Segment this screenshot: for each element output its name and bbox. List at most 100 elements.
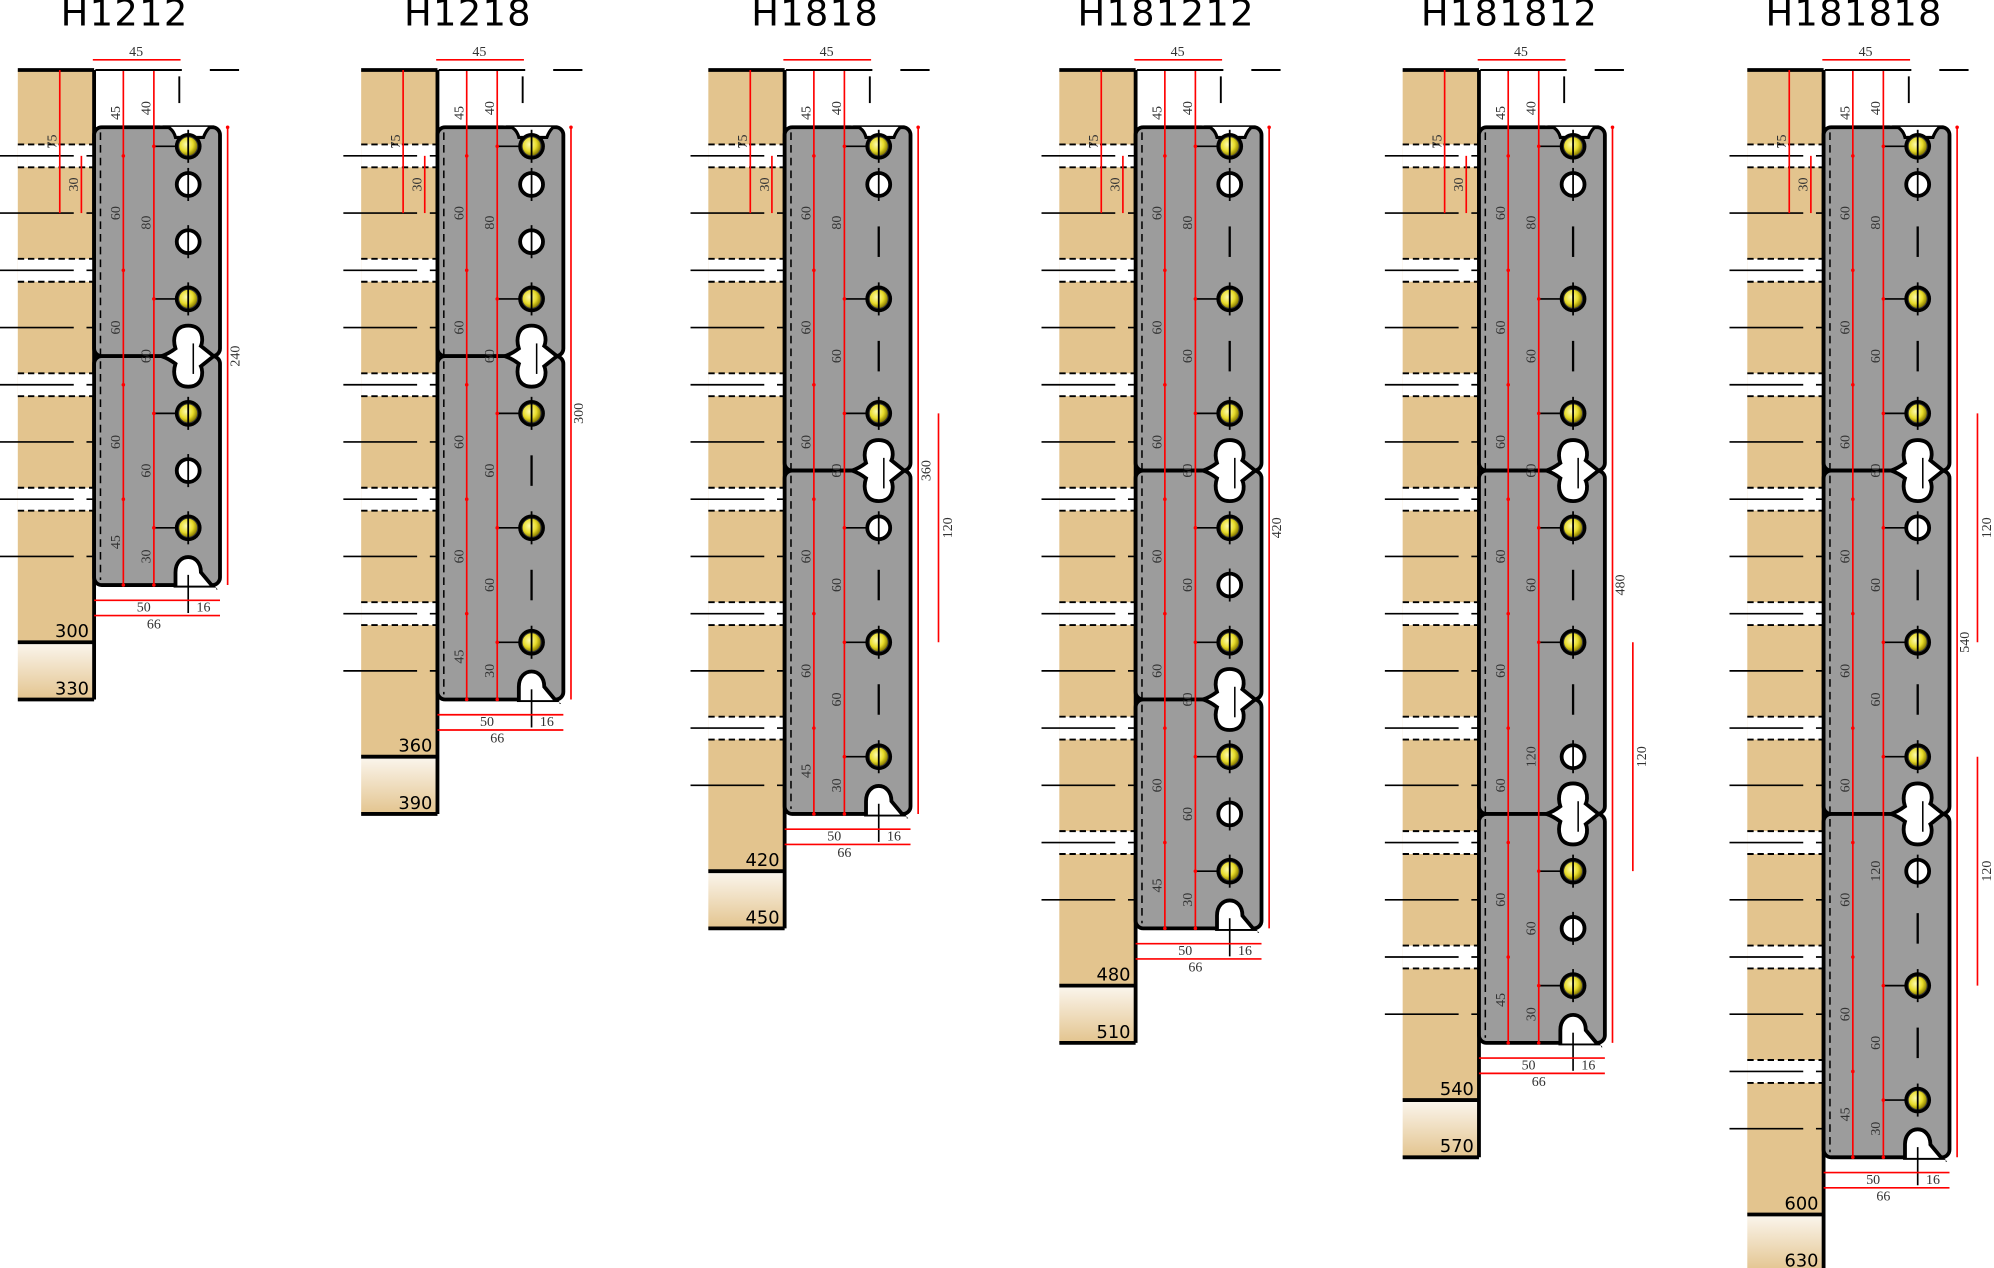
model-column-h1218: H121836039075304560606060454080606060303… xyxy=(343,0,587,816)
dim-tick xyxy=(495,697,500,702)
board-length-label: 600 xyxy=(1785,1193,1819,1214)
bottom-notch xyxy=(1558,1013,1603,1048)
dim-label-slot-spacing: 60 xyxy=(800,549,815,563)
dim-label-66: 66 xyxy=(1188,961,1202,976)
extension-length-label: 390 xyxy=(398,793,432,814)
dim-label-slot-spacing: 45 xyxy=(453,650,468,664)
dim-tick xyxy=(842,297,847,301)
dim-label-top-width: 45 xyxy=(1514,45,1528,60)
board-panel xyxy=(361,70,438,757)
dim-label-screw-spacing: 60 xyxy=(1181,692,1196,706)
dim-label-screw-spacing: 40 xyxy=(1525,101,1540,115)
board-slot xyxy=(1729,486,1857,512)
dim-label-screw-spacing: 60 xyxy=(483,349,498,363)
dim-label-screw-spacing: 80 xyxy=(830,216,845,230)
model-column-h181212: H181212480510753045606060606060454080606… xyxy=(1041,0,1285,1045)
dim-label-75: 75 xyxy=(736,135,751,149)
dim-tick xyxy=(1851,497,1855,501)
dim-label-slot-spacing: 60 xyxy=(1494,549,1509,563)
screw-icon xyxy=(1559,282,1587,316)
board-extension xyxy=(17,642,95,700)
bottom-notch-clear xyxy=(1902,1159,1946,1165)
keyhole-slot xyxy=(1196,438,1259,504)
dim-tick xyxy=(1536,411,1541,416)
dim-tick xyxy=(1506,726,1510,730)
dim-label-screw-spacing: 40 xyxy=(830,101,845,115)
dim-label-screw-spacing: 30 xyxy=(1525,1007,1540,1021)
dim-label-slot-spacing: 45 xyxy=(1151,878,1166,892)
dim-label-slot-spacing: 60 xyxy=(1151,206,1166,220)
dim-label-screw-spacing: 80 xyxy=(1869,216,1884,230)
dim-tick xyxy=(842,812,847,816)
open-hole-icon xyxy=(174,167,202,201)
screw-icon xyxy=(518,511,545,545)
open-hole-icon xyxy=(174,454,202,488)
dim-label-sub: 120 xyxy=(1635,746,1650,767)
dim-tick xyxy=(1851,1069,1855,1074)
dim-tick xyxy=(842,526,847,530)
dim-label-slot-spacing: 60 xyxy=(109,435,124,449)
keyhole-slot xyxy=(498,323,561,389)
screw-icon xyxy=(865,129,893,163)
dim-tick xyxy=(1506,1041,1510,1045)
open-hole-icon xyxy=(1559,740,1587,774)
dim-label-screw-spacing: 60 xyxy=(140,349,155,363)
dim-tick xyxy=(495,640,500,645)
bottom-notch xyxy=(516,669,562,704)
model-column-h1212: H121230033075304560606045408060603024045… xyxy=(0,0,244,702)
extension-length-label: 630 xyxy=(1785,1251,1819,1268)
dim-tick xyxy=(1851,955,1855,959)
screw-icon xyxy=(518,282,545,316)
dim-tick xyxy=(1851,840,1855,845)
dim-label-screw-spacing: 30 xyxy=(1869,1122,1884,1136)
dim-label-screw-spacing: 60 xyxy=(1181,578,1196,592)
dim-label-slot-spacing: 60 xyxy=(1494,206,1509,220)
dim-label-total: 540 xyxy=(1958,632,1973,653)
screw-icon xyxy=(865,625,893,659)
screw-icon xyxy=(1559,969,1587,1003)
dim-tick xyxy=(464,154,469,158)
dim-tick xyxy=(1506,154,1510,158)
open-hole-icon xyxy=(1216,568,1244,602)
open-hole-icon xyxy=(1904,167,1932,201)
open-hole-icon xyxy=(1904,854,1932,888)
board-length-label: 540 xyxy=(1440,1079,1474,1100)
dim-label-66: 66 xyxy=(1532,1075,1546,1090)
dim-label-slot-spacing: 60 xyxy=(1494,893,1509,907)
dim-label-16: 16 xyxy=(1926,1173,1940,1188)
dim-tick xyxy=(1536,144,1541,149)
dim-label-screw-spacing: 60 xyxy=(483,578,498,592)
dim-label-screw-spacing: 60 xyxy=(1181,464,1196,478)
dim-label-screw-spacing: 80 xyxy=(140,216,155,230)
screw-icon xyxy=(1904,969,1932,1003)
dim-label-slot-spacing: 60 xyxy=(800,206,815,220)
top-notch-clear xyxy=(850,119,907,126)
dim-label-16: 16 xyxy=(540,715,554,730)
bottom-notch xyxy=(173,555,218,590)
dim-label-75: 75 xyxy=(1775,135,1790,149)
dim-label-slot-spacing: 60 xyxy=(1151,664,1166,678)
screw-icon xyxy=(174,511,202,545)
dim-label-75: 75 xyxy=(1087,135,1102,149)
dim-label-screw-spacing: 80 xyxy=(1525,216,1540,230)
dim-label-50: 50 xyxy=(1178,944,1192,959)
dim-tick xyxy=(225,125,230,130)
dim-label-slot-spacing: 45 xyxy=(1839,1107,1854,1121)
top-notch-clear xyxy=(1201,119,1258,126)
open-hole-icon xyxy=(1904,511,1932,545)
dim-label-slot-spacing: 45 xyxy=(800,106,815,120)
keyhole-slot xyxy=(1196,667,1259,732)
dim-tick xyxy=(495,411,500,416)
screw-icon xyxy=(1216,511,1244,545)
top-notch-clear xyxy=(1889,119,1946,126)
dim-label-30: 30 xyxy=(758,177,773,191)
extension-length-label: 510 xyxy=(1097,1022,1131,1043)
dim-tick xyxy=(812,611,816,616)
keyhole-slot xyxy=(1884,438,1947,504)
dim-label-sub: 120 xyxy=(1980,861,1994,882)
dim-tick xyxy=(464,697,469,702)
dim-tick xyxy=(1536,640,1541,645)
dim-label-screw-spacing: 40 xyxy=(1869,101,1884,115)
dim-tick xyxy=(1193,754,1198,759)
dim-label-total: 420 xyxy=(1270,517,1285,538)
